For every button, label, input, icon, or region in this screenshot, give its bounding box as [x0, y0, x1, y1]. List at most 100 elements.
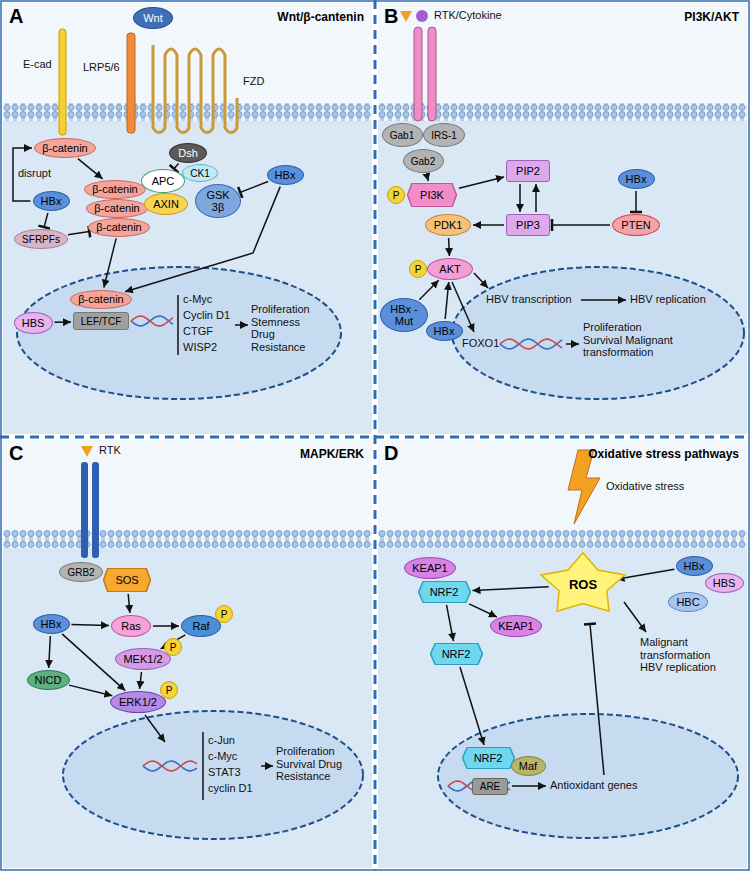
node-text: Raf — [192, 620, 209, 632]
node-text: Dsh — [178, 147, 198, 159]
pathway-arrow — [460, 667, 484, 745]
protein-ellipse: β-catenin — [84, 180, 146, 199]
pathway-arrow — [78, 159, 103, 179]
label-text: HBV transcription — [486, 293, 572, 306]
cell-membrane — [3, 530, 372, 548]
node-text: P — [170, 642, 177, 653]
node-text: SFRPFs — [22, 234, 60, 245]
node-text: SOS — [115, 574, 138, 586]
protein-hexagon: PI3K — [407, 183, 457, 207]
cytoplasm — [3, 3, 372, 434]
node-text: GRB2 — [67, 567, 94, 578]
panel-c-art — [3, 440, 372, 868]
protein-ellipse: GRB2 — [59, 562, 103, 582]
pathway-arrow — [54, 321, 71, 323]
pathway-arrow — [445, 282, 449, 319]
protein-ellipse: SFRPFs — [14, 229, 68, 249]
inhibition-line — [68, 232, 89, 235]
ligand — [416, 10, 428, 22]
label-text: LRP5/6 — [83, 61, 120, 74]
pathway-arrow — [448, 238, 450, 256]
protein-ellipse: PDK1 — [425, 214, 471, 236]
protein-ellipse: Gab2 — [403, 149, 444, 173]
protein-ellipse: AKT — [427, 258, 473, 280]
dna-strand — [131, 316, 173, 326]
label-text: Proliferation Survival Malignant transfo… — [583, 321, 675, 359]
node-text: NRF2 — [474, 752, 503, 764]
shape-fill — [430, 643, 482, 665]
label-text: cyclin D1 — [208, 782, 253, 795]
outcome-arrow — [261, 765, 273, 767]
node-text: P — [221, 609, 228, 620]
protein-hexagon: SOS — [103, 568, 151, 592]
node-text: PI3K — [420, 189, 444, 201]
pathway-arrow — [427, 175, 429, 181]
node-text: PIP3 — [516, 219, 540, 231]
node-text: Maf — [519, 760, 537, 772]
panel-title: Wnt/β-cantenin — [277, 10, 364, 24]
panel: CMAPK/ERKGRB2SOSRasRafPHBxNICDPMEK1/2PER… — [3, 440, 372, 868]
node-text: P — [393, 190, 400, 201]
rtk-receptor — [92, 462, 99, 558]
node-text: P — [166, 685, 173, 696]
node-text: IRS-1 — [431, 130, 457, 141]
protein-box: PIP2 — [506, 160, 550, 182]
nucleus — [63, 711, 363, 839]
node-text: NICD — [35, 674, 62, 686]
cytoplasm — [3, 440, 372, 868]
node-text: AKT — [439, 263, 460, 275]
label-text: E-cad — [23, 58, 52, 71]
phospho-circle: P — [215, 605, 233, 623]
protein-ellipse: β-catenin — [70, 290, 132, 309]
panel-title: MAPK/ERK — [300, 447, 364, 461]
label-text: STAT3 — [208, 766, 241, 779]
gene-bracket — [202, 732, 204, 800]
protein-box: LEF/TCF — [73, 312, 129, 330]
protein-ellipse: Maf — [511, 756, 546, 776]
panel-letter: A — [9, 5, 23, 28]
shape-fill — [418, 581, 470, 603]
node-text: HBx -Mut — [388, 303, 420, 327]
ligand — [81, 446, 93, 457]
panel-title: PI3K/AKT — [684, 10, 739, 24]
node-text: APC — [152, 175, 175, 187]
protein-hexagon: NRF2 — [462, 747, 515, 769]
pathway-arrow — [473, 224, 504, 226]
protein-ellipse: Raf — [181, 615, 221, 637]
node-text: PDK1 — [434, 219, 463, 231]
dna-strand — [143, 761, 197, 771]
protein-ellipse: IRS-1 — [423, 123, 465, 147]
node-text: KEAP1 — [412, 562, 447, 574]
label-text: Oxidative stress — [606, 480, 684, 493]
protein-ellipse: HBS — [705, 573, 744, 593]
inhibition-line — [240, 182, 268, 193]
rtk-receptor — [81, 462, 88, 558]
protein-ellipse: HBx — [676, 556, 713, 576]
extracellular — [378, 440, 747, 530]
node-text: β-catenin — [78, 293, 123, 305]
protein-ellipse: β-catenin — [88, 218, 150, 237]
pathway-arrow — [71, 624, 109, 626]
protein-ellipse: KEAP1 — [490, 615, 542, 637]
panel-letter: D — [384, 442, 398, 465]
label-text: c-Myc — [183, 293, 212, 306]
label-text: Cyclin D1 — [183, 309, 230, 322]
outcome-arrow — [235, 324, 248, 326]
protein-ellipse: HBx — [33, 614, 70, 634]
akt-arrow — [474, 273, 488, 288]
dna-strand — [143, 761, 197, 771]
protein-ellipse: HBx — [267, 165, 304, 185]
protein-ellipse: GSK 3β — [195, 184, 241, 218]
label-text: CTGF — [183, 325, 213, 338]
label-text: HBV replication — [630, 293, 706, 306]
pathway-arrow — [459, 177, 504, 188]
panel-a-art — [3, 3, 372, 434]
node-text: GSK 3β — [203, 189, 233, 213]
pathway-arrow — [69, 685, 112, 696]
node-text: Gab2 — [411, 156, 435, 167]
node-text: HBx — [434, 325, 455, 337]
pathway-arrow — [535, 184, 537, 212]
